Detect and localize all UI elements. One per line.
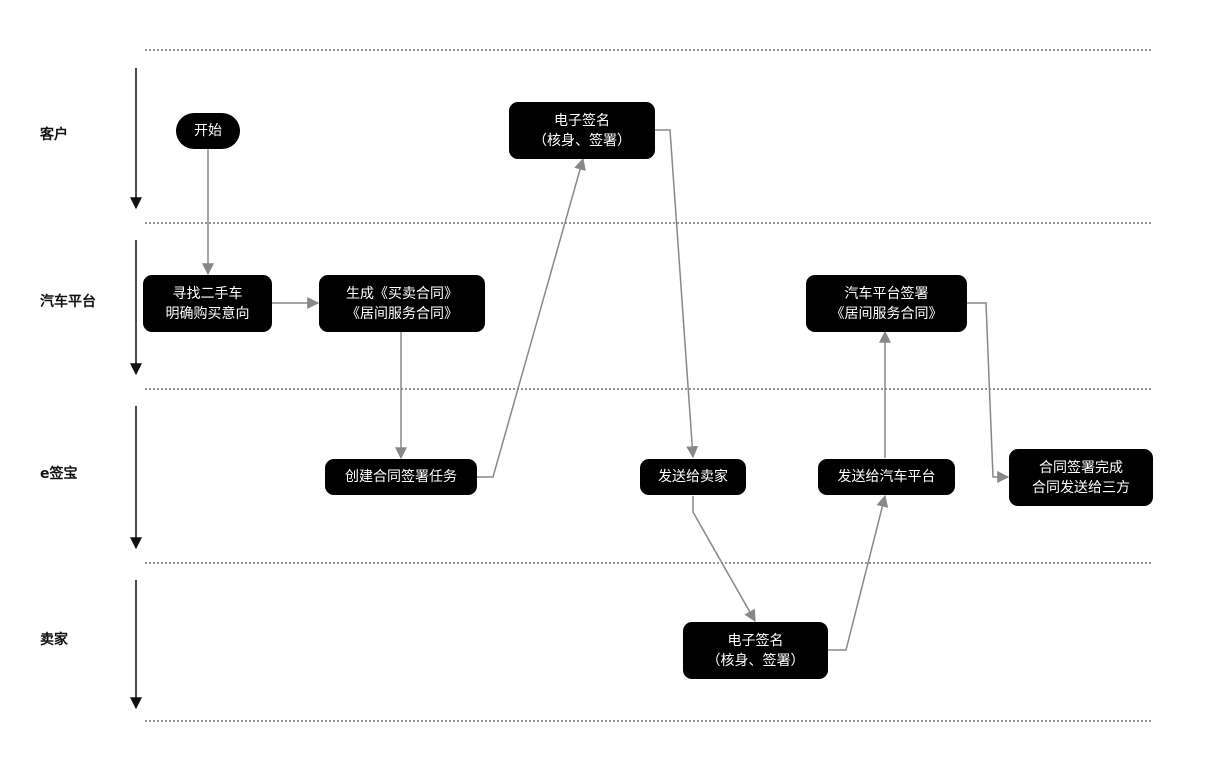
node-create-task: 创建合同签署任务 (325, 459, 477, 495)
node-customer-esign-line-1: 电子签名 (554, 112, 610, 129)
lane-label-seller: 卖家 (40, 632, 68, 648)
connector-platform-sign-to-complete (967, 302, 1010, 483)
node-platform-sign-line-2: 《居间服务合同》 (830, 305, 943, 322)
node-customer-esign-line-2: （核身、签署） (533, 132, 631, 149)
connector-seller-esign-to-send-platform (828, 494, 889, 651)
node-send-to-platform-line-1: 发送给汽车平台 (837, 469, 936, 485)
node-complete-line-2: 合同发送给三方 (1032, 479, 1130, 496)
node-find-car-line-2: 明确购买意向 (165, 305, 250, 322)
lane-label-platform: 汽车平台 (40, 294, 96, 310)
node-send-to-platform: 发送给汽车平台 (818, 459, 955, 495)
lane-label-customer: 客户 (40, 127, 68, 143)
node-generate-contract-line-1: 生成《买卖合同》 (346, 285, 458, 302)
node-start: 开始 (176, 113, 240, 149)
node-seller-esign-line-1: 电子签名 (727, 632, 784, 649)
node-find-car: 寻找二手车 明确购买意向 (143, 275, 272, 332)
node-create-task-line-1: 创建合同签署任务 (345, 469, 457, 485)
node-generate-contract-line-2: 《居间服务合同》 (346, 305, 458, 322)
node-seller-esign-line-2: （核身、签署） (706, 652, 805, 669)
node-platform-sign: 汽车平台签署 《居间服务合同》 (806, 275, 967, 332)
node-send-to-seller-line-1: 发送给卖家 (658, 469, 728, 485)
node-seller-esign: 电子签名 （核身、签署） (683, 622, 828, 679)
node-start-line-1: 开始 (194, 123, 222, 139)
node-complete: 合同签署完成 合同发送给三方 (1009, 449, 1153, 506)
node-generate-contract: 生成《买卖合同》 《居间服务合同》 (319, 275, 485, 332)
connector-send-seller-to-seller-esign (692, 496, 756, 623)
connector-task-to-customer-esign (477, 157, 586, 478)
node-find-car-line-1: 寻找二手车 (172, 285, 243, 302)
node-complete-line-1: 合同签署完成 (1039, 459, 1123, 476)
node-customer-esign: 电子签名 （核身、签署） (509, 102, 655, 159)
node-send-to-seller: 发送给卖家 (640, 459, 746, 495)
connector-customer-esign-to-send-seller (655, 129, 699, 459)
lane-label-esign: e签宝 (40, 466, 78, 482)
node-platform-sign-line-1: 汽车平台签署 (844, 285, 929, 302)
